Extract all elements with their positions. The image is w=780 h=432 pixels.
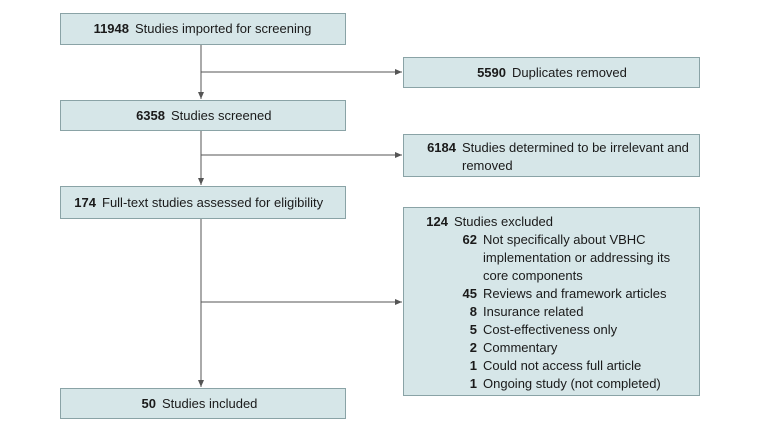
exclusion-reason: 8 Insurance related — [404, 303, 699, 321]
exclusion-reason-count: 2 — [469, 340, 477, 355]
exclusion-reason-label: Commentary — [483, 340, 558, 355]
fulltext-count: 174 — [74, 195, 96, 210]
exclusion-reason-count: 5 — [469, 322, 477, 337]
screened-count: 6358 — [136, 108, 165, 123]
exclusion-reason-count: 62 — [462, 232, 477, 247]
duplicates-label: Duplicates removed — [512, 65, 627, 80]
exclusion-reason: 1 Ongoing study (not completed) — [404, 375, 699, 393]
exclusion-reason: 62 Not specifically about VBHC implement… — [404, 231, 699, 285]
duplicates-box: 5590 Duplicates removed — [403, 57, 700, 88]
irrelevant-count: 6184 — [427, 140, 456, 155]
excluded-label: Studies excluded — [454, 214, 554, 229]
exclusion-reason-count: 45 — [462, 286, 477, 301]
imported-box: 11948 Studies imported for screening — [60, 13, 346, 45]
exclusion-reason-count: 8 — [469, 304, 477, 319]
exclusion-reason-label: Insurance related — [483, 304, 584, 319]
duplicates-count: 5590 — [477, 65, 506, 80]
screened-label: Studies screened — [171, 108, 272, 123]
exclusion-reason-label: Reviews and framework articles — [483, 286, 667, 301]
exclusion-reason-count: 1 — [469, 376, 477, 391]
irrelevant-label: Studies determined to be irrelevant and … — [462, 140, 689, 173]
exclusion-reason: 45 Reviews and framework articles — [404, 285, 699, 303]
exclusion-reason: 1 Could not access full article — [404, 357, 699, 375]
exclusion-reason-count: 1 — [469, 358, 477, 373]
included-count: 50 — [141, 396, 156, 411]
exclusion-reason-label: Ongoing study (not completed) — [483, 376, 661, 391]
exclusion-reason-label: Cost-effectiveness only — [483, 322, 618, 337]
imported-label: Studies imported for screening — [135, 21, 312, 36]
irrelevant-box: 6184 Studies determined to be irrelevant… — [403, 134, 700, 177]
included-label: Studies included — [162, 396, 258, 411]
screened-box: 6358 Studies screened — [60, 100, 346, 131]
included-box: 50 Studies included — [60, 388, 346, 419]
exclusion-reason: 2 Commentary — [404, 339, 699, 357]
exclusion-reason-label: Could not access full article — [483, 358, 642, 373]
exclusion-reason: 5 Cost-effectiveness only — [404, 321, 699, 339]
excluded-count: 124 — [426, 214, 448, 229]
fulltext-label: Full-text studies assessed for eligibili… — [102, 195, 324, 210]
imported-count: 11948 — [93, 21, 129, 36]
fulltext-box: 174 Full-text studies assessed for eligi… — [60, 186, 346, 219]
exclusion-reason-label: Not specifically about VBHC implementati… — [483, 232, 671, 283]
excluded-box: 124 Studies excluded 62 Not specifically… — [403, 207, 700, 396]
